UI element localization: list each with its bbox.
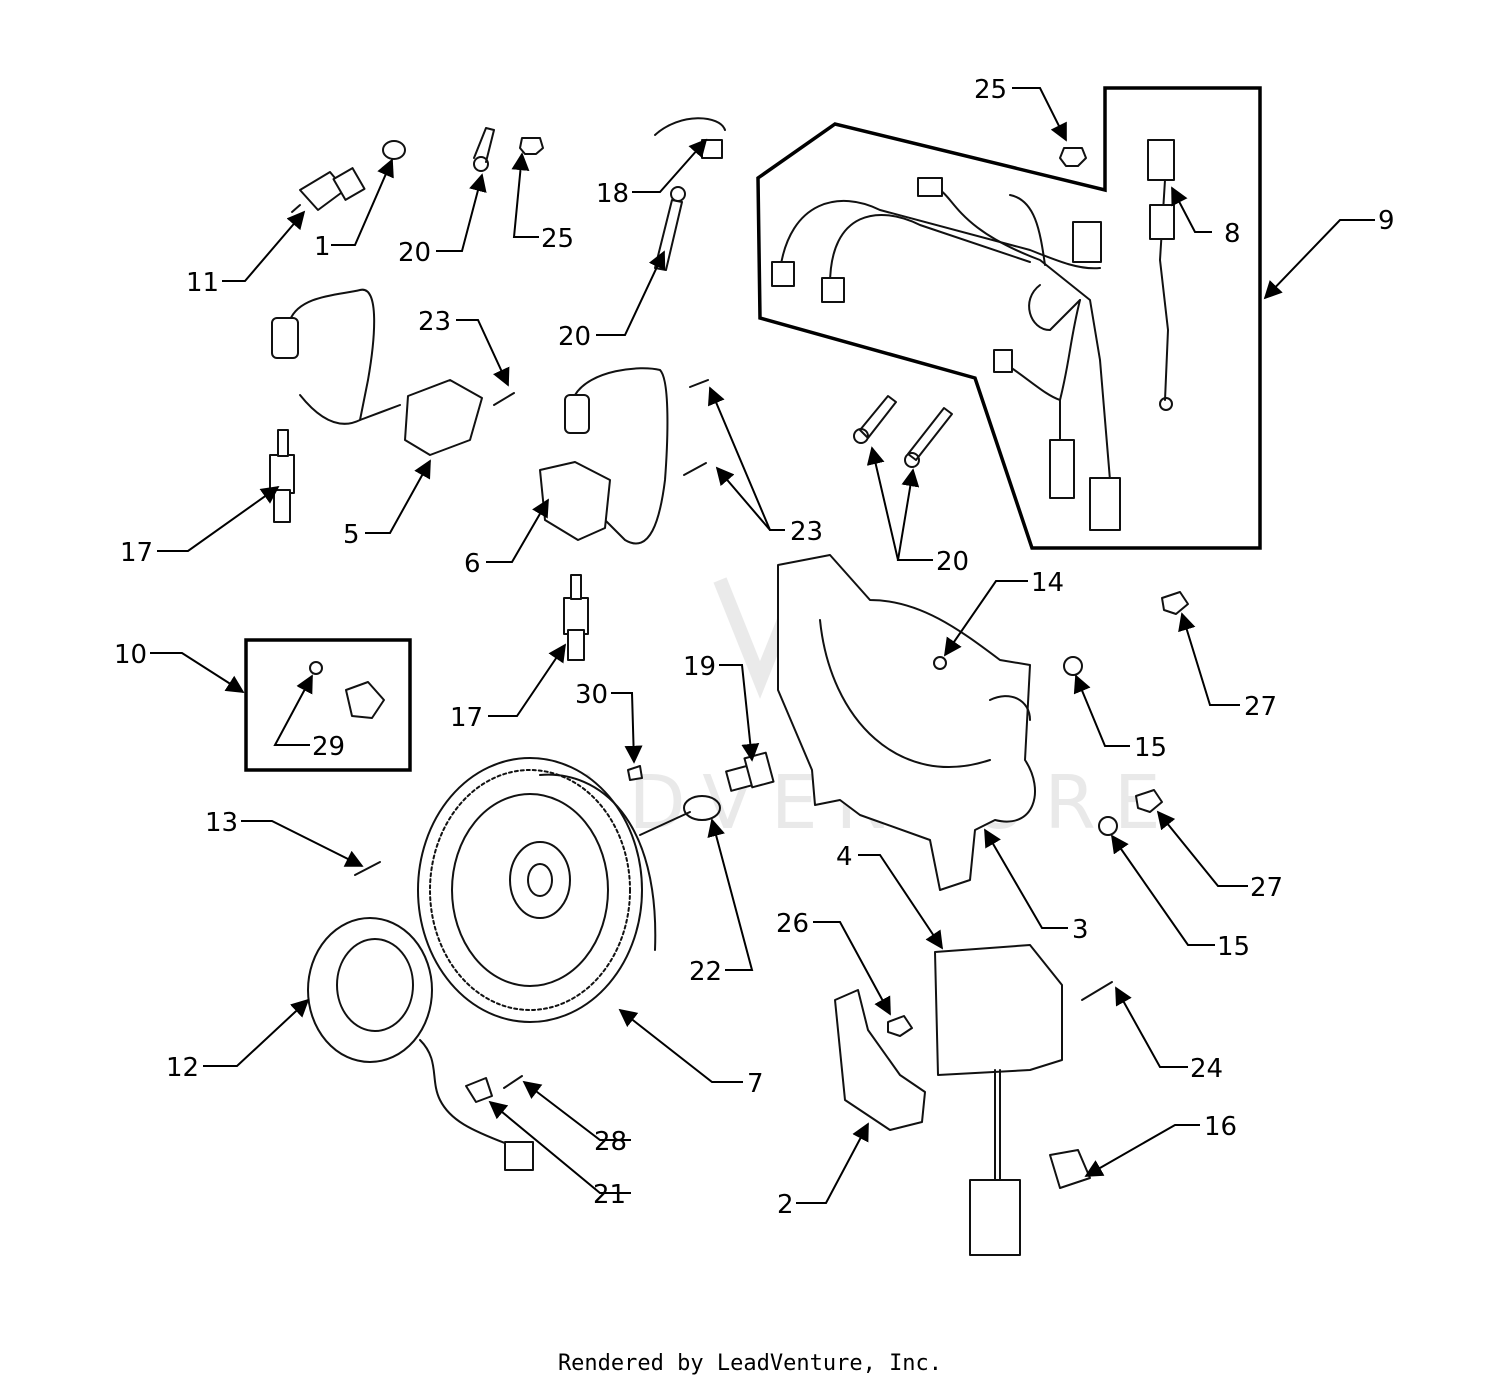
screw-23-c xyxy=(683,462,707,476)
screw-28 xyxy=(503,1075,523,1089)
spark-plug-17-a xyxy=(269,429,295,523)
harness-kit-frame xyxy=(756,86,1262,550)
callout-20-b: 20 xyxy=(558,322,591,352)
callout-21: 21 xyxy=(593,1180,626,1210)
callout-17-a: 17 xyxy=(120,538,153,568)
terminal-20-c xyxy=(853,395,953,468)
callout-11: 11 xyxy=(186,268,219,298)
nut-15-a xyxy=(1063,656,1083,676)
callout-22: 22 xyxy=(689,957,722,987)
callout-27-a: 27 xyxy=(1244,692,1277,722)
nut-15-b xyxy=(1098,816,1118,836)
callout-23-a: 23 xyxy=(418,307,451,337)
screw-25-top xyxy=(1059,147,1087,167)
callout-9: 9 xyxy=(1378,206,1395,236)
stator-12 xyxy=(307,917,534,1171)
terminal-20-b xyxy=(654,186,686,271)
leader-lines xyxy=(150,87,1375,1204)
callout-16: 16 xyxy=(1204,1112,1237,1142)
screw-23-b xyxy=(689,379,709,388)
clip-21 xyxy=(465,1077,493,1103)
lead-wire-18 xyxy=(654,117,726,136)
callout-25-b: 25 xyxy=(541,224,574,254)
callout-29: 29 xyxy=(312,732,345,762)
washer-22 xyxy=(683,795,721,821)
switch-kit-10 xyxy=(309,661,385,719)
callout-6: 6 xyxy=(464,549,481,579)
callout-27-b: 27 xyxy=(1250,873,1283,903)
bracket-2 xyxy=(834,989,926,1131)
callout-30: 30 xyxy=(575,680,608,710)
callout-23-b: 23 xyxy=(790,517,823,547)
terminal-20-a xyxy=(473,127,495,172)
clamp-16 xyxy=(1049,1149,1091,1189)
kit-10-frame xyxy=(244,638,412,772)
callout-15-a: 15 xyxy=(1134,733,1167,763)
regulator-4 xyxy=(934,944,1063,1256)
callout-25-top: 25 xyxy=(974,75,1007,105)
key-30 xyxy=(627,765,643,781)
callout-5: 5 xyxy=(343,520,360,550)
footer-credit: Rendered by LeadVenture, Inc. xyxy=(557,1351,943,1376)
callout-15-b: 15 xyxy=(1217,932,1250,962)
callout-17-b: 17 xyxy=(450,703,483,733)
bolt-27-a xyxy=(1161,591,1189,615)
ignition-coil-5 xyxy=(271,288,483,456)
oil-switch-11 xyxy=(291,167,366,213)
callout-18: 18 xyxy=(596,179,629,209)
callout-20-c: 20 xyxy=(936,547,969,577)
ignition-coil-6 xyxy=(539,367,669,545)
callout-20-a: 20 xyxy=(398,238,431,268)
callout-19: 19 xyxy=(683,652,716,682)
bolt-27-b xyxy=(1135,789,1163,813)
callout-3: 3 xyxy=(1072,915,1089,945)
callout-24: 24 xyxy=(1190,1054,1223,1084)
screw-24 xyxy=(1081,981,1113,1001)
callout-12: 12 xyxy=(166,1053,199,1083)
callout-4: 4 xyxy=(836,842,853,872)
callout-14: 14 xyxy=(1031,568,1064,598)
callout-1: 1 xyxy=(314,232,331,262)
lead-wire-18-connector xyxy=(701,139,723,159)
callout-13: 13 xyxy=(205,808,238,838)
washer-14 xyxy=(933,656,947,670)
screw-26 xyxy=(887,1015,913,1037)
wiring-harness xyxy=(771,139,1175,531)
callout-8: 8 xyxy=(1224,219,1241,249)
blower-housing-3 xyxy=(777,554,1036,891)
o-ring-1 xyxy=(382,140,406,160)
screw-13 xyxy=(354,861,381,876)
callout-10: 10 xyxy=(114,640,147,670)
screw-23-a xyxy=(493,392,515,406)
callout-2: 2 xyxy=(777,1190,794,1220)
callout-28: 28 xyxy=(594,1127,627,1157)
callout-26: 26 xyxy=(776,909,809,939)
flywheel-7 xyxy=(417,757,657,1023)
callout-labels: 25 9 8 18 11 1 20 25 20 23 17 5 6 23 20 … xyxy=(114,75,1395,1220)
flywheel-axis xyxy=(639,811,691,836)
screw-25 xyxy=(519,137,544,155)
spark-plug-17-b xyxy=(563,574,589,661)
callout-7: 7 xyxy=(747,1069,764,1099)
